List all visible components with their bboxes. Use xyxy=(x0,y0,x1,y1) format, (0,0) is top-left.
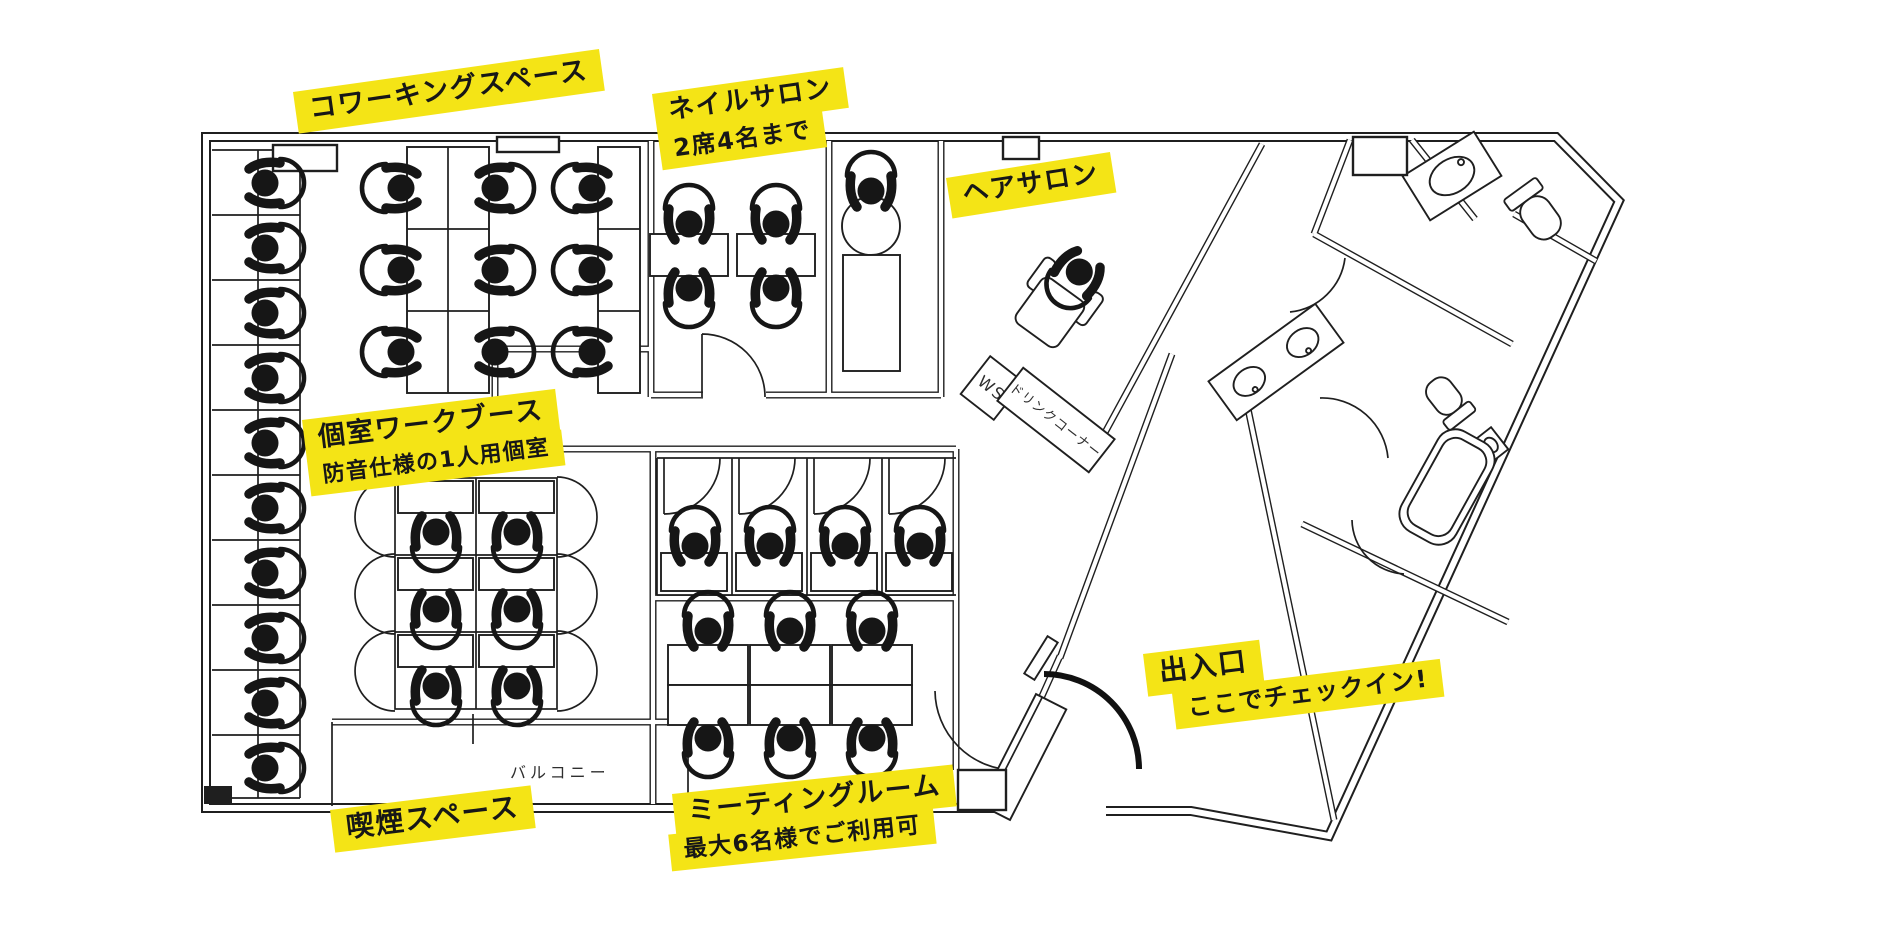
door-swing-icon xyxy=(354,257,1405,771)
person-at-desk-icon xyxy=(766,722,814,777)
person-at-desk-icon xyxy=(249,484,304,532)
person-at-desk-icon xyxy=(684,722,732,777)
person-at-desk-icon xyxy=(553,164,608,212)
bathtub-icon xyxy=(1398,428,1496,546)
work-booth-desks xyxy=(397,480,555,668)
person-at-desk-icon xyxy=(249,614,304,662)
balcony-label: バルコニー xyxy=(510,763,610,782)
person-at-desk-icon xyxy=(249,289,304,337)
sink-icon xyxy=(1401,130,1503,222)
person-at-desk-icon xyxy=(752,272,800,327)
pillars xyxy=(204,135,1409,812)
person-at-desk-icon xyxy=(249,419,304,467)
person-at-desk-icon xyxy=(412,670,460,725)
person-at-desk-icon xyxy=(249,354,304,402)
person-at-desk-icon xyxy=(671,507,719,562)
person-at-desk-icon xyxy=(362,246,417,294)
person-at-desk-icon xyxy=(896,507,944,562)
toilet-icon xyxy=(1425,376,1477,431)
person-at-desk-icon xyxy=(493,670,541,725)
meeting-tables xyxy=(667,644,913,726)
person-at-desk-icon xyxy=(362,328,417,376)
entrance-door-icon xyxy=(1022,634,1142,770)
person-at-desk-icon xyxy=(847,152,895,207)
booth-partitions xyxy=(212,149,956,806)
double-sink-icon xyxy=(1207,302,1345,422)
ws-counter: WS xyxy=(959,354,1025,422)
person-at-desk-icon xyxy=(362,164,417,212)
person-at-desk-icon xyxy=(821,507,869,562)
person-at-desk-icon xyxy=(249,744,304,792)
person-at-desk-icon xyxy=(553,246,608,294)
drink-corner-counter: ドリンクコーナー xyxy=(996,366,1116,474)
person-at-desk-icon xyxy=(249,679,304,727)
person-at-desk-icon xyxy=(848,722,896,777)
person-at-desk-icon xyxy=(665,185,713,240)
shampoo-station-icon xyxy=(841,196,901,372)
person-at-desk-icon xyxy=(479,164,534,212)
person-at-desk-icon xyxy=(249,549,304,597)
person-at-desk-icon xyxy=(746,507,794,562)
salon-chair-icon xyxy=(1014,238,1118,349)
person-at-desk-icon xyxy=(665,272,713,327)
coworking-desks xyxy=(406,146,641,394)
person-at-desk-icon xyxy=(479,246,534,294)
outer-walls xyxy=(201,132,1625,842)
person-at-desk-icon xyxy=(249,224,304,272)
toilet-icon xyxy=(1503,177,1562,241)
interior-walls xyxy=(332,137,1598,821)
person-at-desk-icon xyxy=(249,159,304,207)
person-at-desk-icon xyxy=(752,185,800,240)
